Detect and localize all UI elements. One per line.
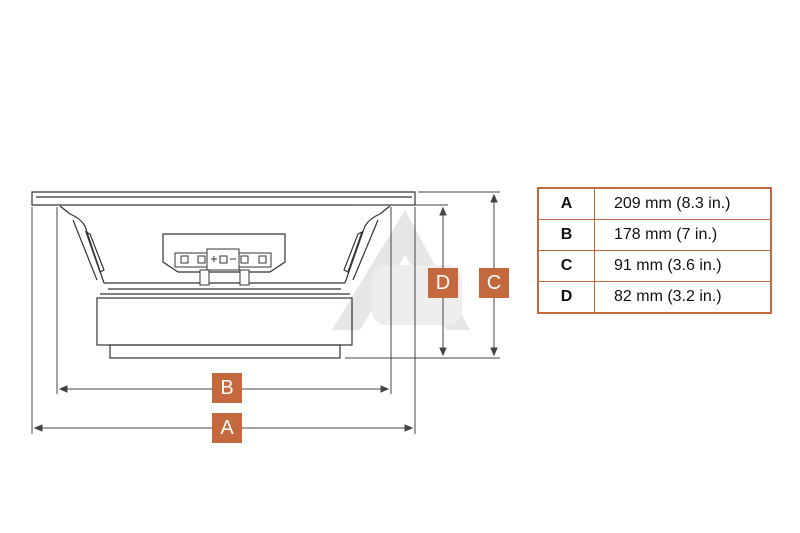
dimension-key: B: [537, 219, 595, 251]
dimension-label-b: B: [212, 373, 242, 403]
table-row: B 178 mm (7 in.): [537, 219, 772, 251]
dimension-value: 178 mm (7 in.): [594, 219, 772, 251]
dimension-value: 91 mm (3.6 in.): [594, 250, 772, 282]
dimension-key: D: [537, 281, 595, 314]
dimension-value: 82 mm (3.2 in.): [594, 281, 772, 314]
speaker-outline: [31, 191, 416, 359]
dimension-value: 209 mm (8.3 in.): [594, 187, 772, 220]
plus-minus-terminal-icon: [174, 248, 272, 286]
dimension-key: A: [537, 187, 595, 220]
dimension-label-a: A: [212, 413, 242, 443]
table-row: A 209 mm (8.3 in.): [537, 187, 772, 220]
dimension-label-c: C: [479, 268, 509, 298]
dimension-label-d: D: [428, 268, 458, 298]
table-row: C 91 mm (3.6 in.): [537, 250, 772, 282]
table-row: D 82 mm (3.2 in.): [537, 281, 772, 314]
dimensions-table: A 209 mm (8.3 in.) B 178 mm (7 in.) C 91…: [537, 187, 772, 314]
dimension-key: C: [537, 250, 595, 282]
